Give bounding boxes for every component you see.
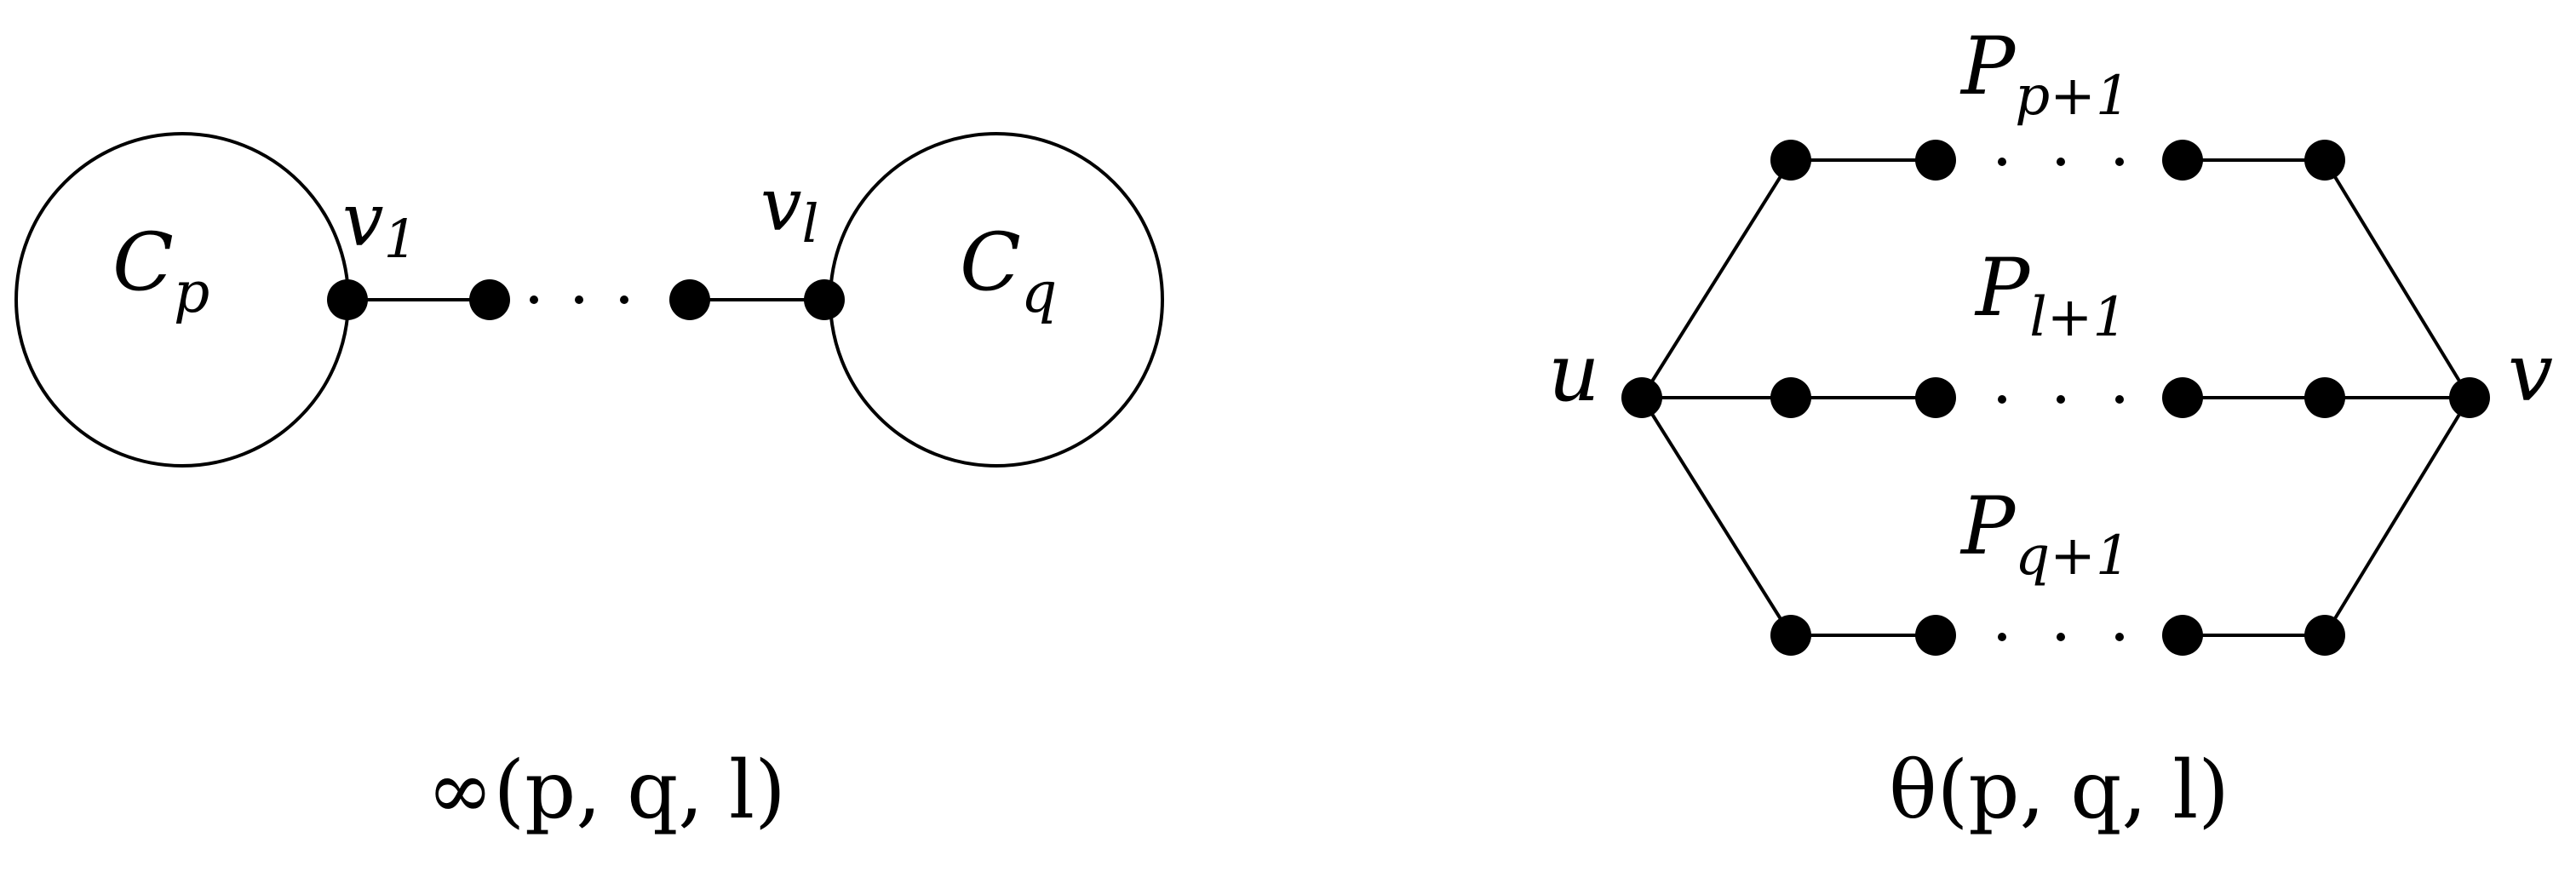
infinity-graph: Cp Cq v1 vl ∞(p, q, l) bbox=[14, 132, 1164, 837]
theta-caption: θ(p, q, l) bbox=[1889, 744, 2229, 837]
vertex-v1-label: v1 bbox=[342, 178, 417, 270]
top-path-ellipsis bbox=[1998, 158, 2124, 166]
bottom-path-vertex bbox=[2162, 615, 2203, 656]
vertex-v1 bbox=[327, 279, 368, 320]
edge-top-v bbox=[2323, 158, 2471, 399]
top-path-vertex bbox=[1915, 140, 1956, 181]
vertex-u bbox=[1621, 377, 1662, 418]
top-path-vertex bbox=[2304, 140, 2345, 181]
path-p-label: Pp+1 bbox=[1959, 20, 2131, 128]
middle-path-vertex bbox=[1770, 377, 1811, 418]
vertex-v-label: v bbox=[2508, 327, 2553, 420]
middle-path-ellipsis bbox=[1998, 395, 2124, 404]
bottom-path-vertex bbox=[1770, 615, 1811, 656]
infinity-caption: ∞(p, q, l) bbox=[427, 744, 786, 837]
vertex-v bbox=[2449, 377, 2490, 418]
vertex-u-label: u bbox=[1548, 327, 1600, 420]
path-l-label: Pl+1 bbox=[1974, 242, 2127, 349]
bottom-path-vertex bbox=[2304, 615, 2345, 656]
middle-path-vertex bbox=[2304, 377, 2345, 418]
path-vertex bbox=[669, 279, 710, 320]
path-vertex bbox=[469, 279, 510, 320]
middle-path-vertex bbox=[1915, 377, 1956, 418]
middle-path-vertex bbox=[2162, 377, 2203, 418]
path-q-label: Pq+1 bbox=[1959, 480, 2131, 588]
vertex-vl bbox=[804, 279, 845, 320]
theta-graph: u v Pp+1 Pl+1 Pq+1 θ(p, q, l) bbox=[1548, 20, 2553, 837]
edge-bottom-v bbox=[2323, 396, 2471, 637]
bottom-path-vertex bbox=[1915, 615, 1956, 656]
edge-u-bottom bbox=[1640, 396, 1793, 637]
top-path-vertex bbox=[2162, 140, 2203, 181]
edge-u-top bbox=[1640, 158, 1793, 399]
vertex-vl-label: vl bbox=[760, 163, 818, 255]
top-path-vertex bbox=[1770, 140, 1811, 181]
path-ellipsis bbox=[530, 295, 628, 304]
cycle-cp-label: Cp bbox=[112, 216, 209, 325]
cycle-cq-label: Cq bbox=[960, 216, 1057, 325]
bottom-path-ellipsis bbox=[1998, 633, 2124, 641]
